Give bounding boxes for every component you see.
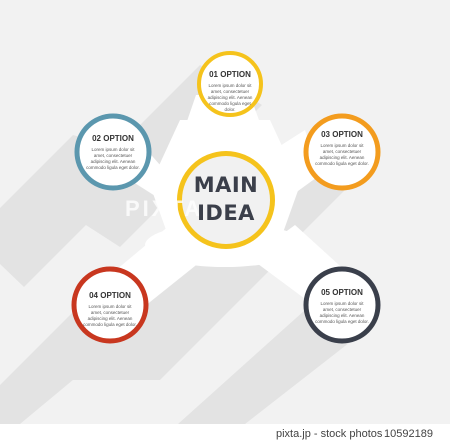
main-idea-line-1: MAIN xyxy=(193,173,259,197)
option-03: 03 OPTION Lorem ipsum dolor sit amet, co… xyxy=(315,130,369,167)
option-05-title: 05 OPTION xyxy=(321,288,363,297)
option-05: 05 OPTION Lorem ipsum dolor sit amet, co… xyxy=(315,288,369,325)
option-04: 04 OPTION Lorem ipsum dolor sit amet, co… xyxy=(83,291,137,328)
option-05-ring xyxy=(303,266,381,344)
option-04-ring xyxy=(71,266,149,344)
pixta-watermark: PIXTA xyxy=(125,196,204,221)
option-03-ring xyxy=(303,113,381,191)
option-05-body: Lorem ipsum dolor sit amet, consectetuer… xyxy=(315,301,369,324)
option-01-body: Lorem ipsum dolor sit amet, consectetuer… xyxy=(207,83,253,112)
option-01-title: 01 OPTION xyxy=(209,70,251,79)
option-01: 01 OPTION Lorem ipsum dolor sit amet, co… xyxy=(206,70,254,113)
main-idea-inner xyxy=(182,156,270,244)
option-02-ring xyxy=(74,113,152,191)
diagram-graphic xyxy=(0,51,381,424)
arm-option-01 xyxy=(172,95,275,165)
main-idea-line-2: IDEA xyxy=(197,201,255,225)
main-idea-circle xyxy=(177,151,275,249)
option-02: 02 OPTION Lorem ipsum dolor sit amet, co… xyxy=(86,134,140,171)
option-02-title: 02 OPTION xyxy=(92,134,134,143)
option-circles xyxy=(71,51,381,344)
option-04-body: Lorem ipsum dolor sit amet, consectetuer… xyxy=(83,304,137,327)
option-03-title: 03 OPTION xyxy=(321,130,363,139)
option-02-body: Lorem ipsum dolor sit amet, consectetuer… xyxy=(86,147,140,170)
footer-image-id: 10592189 xyxy=(384,428,433,440)
option-01-ring xyxy=(197,51,263,117)
option-04-title: 04 OPTION xyxy=(89,291,131,300)
footer-bar: pixta.jp - stock photos 10592189 xyxy=(0,424,450,444)
shadow-body xyxy=(20,250,290,380)
option-03-body: Lorem ipsum dolor sit amet, consectetuer… xyxy=(315,143,369,166)
footer-site-text: pixta.jp - stock photos xyxy=(276,428,383,440)
